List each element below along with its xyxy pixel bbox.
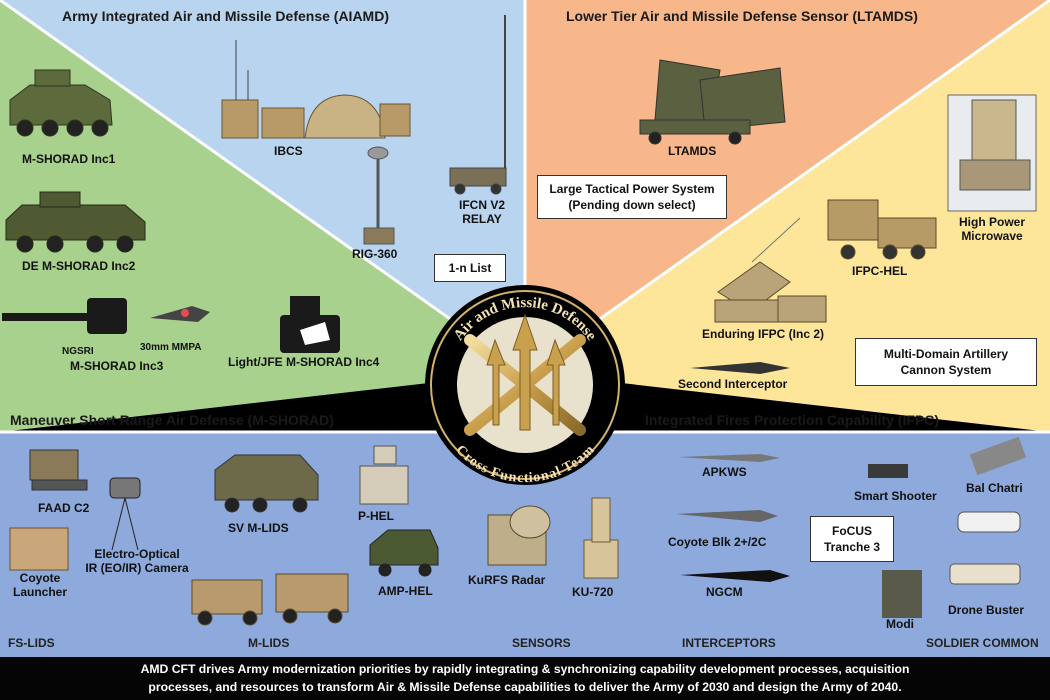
ifcn-label-line1: IFCN V2 xyxy=(458,198,505,212)
mlids-vehicles-image xyxy=(191,573,349,626)
ltamds-title: Lower Tier Air and Missile Defense Senso… xyxy=(566,8,918,24)
one-n-list-box: 1-n List xyxy=(434,254,506,282)
ku720-image xyxy=(583,497,619,579)
ifpc-title: Integrated Fires Protection Capability (… xyxy=(645,412,940,428)
enduring-ifpc-label: Enduring IFPC (Inc 2) xyxy=(702,327,824,341)
ltps-line1: Large Tactical Power System xyxy=(549,181,715,196)
eo-ir-line2: IR (EO/IR) Camera xyxy=(85,560,189,575)
inc4-label: Light/JFE M-SHORAD Inc4 xyxy=(228,355,380,369)
coyote-launcher-line2: Launcher xyxy=(12,584,67,599)
modi-label: Modi xyxy=(886,617,914,631)
faad-label: FAAD C2 xyxy=(38,501,90,515)
aiamd-title: Army Integrated Air and Missile Defense … xyxy=(62,8,389,24)
ifpc-hel-image xyxy=(827,199,937,260)
inc3-label: M-SHORAD Inc3 xyxy=(70,359,164,373)
background-art: Air and Missile Defense Cross Functional… xyxy=(0,0,1050,657)
mshorad-region xyxy=(0,0,525,432)
ngcm-label: NGCM xyxy=(706,585,743,599)
ifcn-label-line2: RELAY xyxy=(462,211,502,226)
rig360-label: RIG-360 xyxy=(352,247,398,261)
enduring-ifpc-image xyxy=(714,217,827,323)
mdac-line2: Cannon System xyxy=(900,363,992,377)
sensors-section-label: SENSORS xyxy=(512,636,571,650)
amd-cft-emblem: Air and Missile Defense Cross Functional… xyxy=(425,285,625,486)
focus-line2: Tranche 3 xyxy=(823,540,881,554)
mdac-box: Multi-Domain Artillery Cannon System xyxy=(855,338,1037,386)
ibcs-label: IBCS xyxy=(274,144,303,158)
mmpa-label: 30mm MMPA xyxy=(140,342,202,353)
amphel-label: AMP-HEL xyxy=(378,584,433,598)
phel-image xyxy=(359,445,409,505)
interceptor-images xyxy=(676,454,790,582)
focus-box: FoCUS Tranche 3 xyxy=(810,516,894,562)
soldier-common-section-label: SOLDIER COMMON xyxy=(926,636,1039,650)
mmpa-image xyxy=(150,306,210,322)
coyote-blk-label: Coyote Blk 2+/2C xyxy=(668,535,767,549)
sv-mlids-image xyxy=(214,454,319,513)
ngsri-label: NGSRI xyxy=(62,346,94,357)
ifcn-image xyxy=(449,15,507,195)
smart-shooter-label: Smart Shooter xyxy=(854,489,937,503)
kurfs-label: KuRFS Radar xyxy=(468,573,546,587)
ngsri-image xyxy=(2,298,127,334)
ltps-line2: (Pending down select) xyxy=(568,198,696,212)
ifpc-region xyxy=(525,0,1050,432)
second-interceptor-label: Second Interceptor xyxy=(678,377,788,391)
kurfs-image xyxy=(487,505,551,566)
eo-camera-image xyxy=(109,477,141,551)
footer-banner: AMD CFT drives Army modernization priori… xyxy=(0,657,1050,700)
coyote-launcher-image xyxy=(9,527,69,571)
coyote-launcher-line1: Coyote xyxy=(19,571,61,585)
apkws-label: APKWS xyxy=(702,465,747,479)
eo-ir-label: Electro-Optical IR (EO/IR) Camera xyxy=(72,547,202,576)
soldier-common-images xyxy=(868,436,1027,618)
fslids-section-label: FS-LIDS xyxy=(8,636,55,650)
mshorad-title: Maneuver Short Range Air Defense (M-SHOR… xyxy=(10,412,334,428)
coyote-launcher-label: Coyote Launcher xyxy=(5,571,75,600)
mlids-section-label: M-LIDS xyxy=(248,636,290,650)
faad-image xyxy=(29,449,88,491)
de-mshorad-inc2-image xyxy=(5,191,146,253)
ltamds-label: LTAMDS xyxy=(668,144,717,158)
bal-chatri-label: Bal Chatri xyxy=(966,481,1023,495)
interceptors-section-label: INTERCEPTORS xyxy=(682,636,776,650)
hpm-label-line2: Microwave xyxy=(961,228,1023,243)
ifcn-label: IFCN V2 RELAY xyxy=(452,198,512,227)
drone-buster-label: Drone Buster xyxy=(948,603,1025,617)
footer-line1: AMD CFT drives Army modernization priori… xyxy=(140,662,910,676)
inc2-label: DE M-SHORAD Inc2 xyxy=(22,259,136,273)
second-interceptor-image xyxy=(690,362,790,374)
ibcs-image xyxy=(221,40,411,139)
ltamds-image xyxy=(639,59,786,145)
hpm-label: High Power Microwave xyxy=(948,215,1036,244)
phel-label: P-HEL xyxy=(358,509,394,523)
rig360-image xyxy=(363,146,395,245)
hpm-label-line1: High Power xyxy=(958,215,1025,229)
large-tactical-power-box: Large Tactical Power System (Pending dow… xyxy=(537,175,727,219)
mshorad-inc1-image xyxy=(9,69,113,137)
inc4-image xyxy=(280,296,340,353)
inc1-label: M-SHORAD Inc1 xyxy=(22,152,116,166)
focus-line1: FoCUS xyxy=(832,523,872,538)
sv-mlids-label: SV M-LIDS xyxy=(228,521,289,535)
hpm-image xyxy=(947,94,1037,212)
ifpc-hel-label: IFPC-HEL xyxy=(852,264,908,278)
footer-line2: processes, and resources to transform Ai… xyxy=(148,680,902,694)
amphel-image xyxy=(369,529,439,577)
ku720-label: KU-720 xyxy=(572,585,614,599)
eo-ir-line1: Electro-Optical xyxy=(94,547,180,561)
mdac-line1: Multi-Domain Artillery xyxy=(883,346,1009,361)
